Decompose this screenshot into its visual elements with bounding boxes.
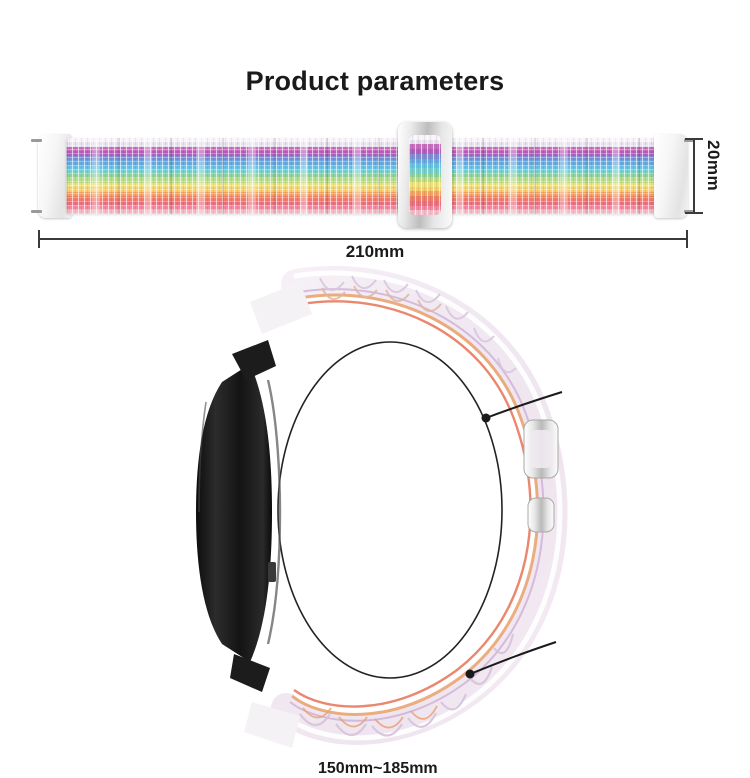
lug-pin-icon [684,139,695,142]
length-dimension-label: 210mm [345,242,405,261]
lug-pin-icon [684,210,695,213]
length-dimension-line [38,230,688,248]
band-loop-graphic [196,265,568,748]
dimension-cap-icon [685,212,703,214]
band-weave-texture [66,138,664,214]
width-dimension-label: 20mm [704,140,723,192]
watch-body [196,340,282,692]
buckle-opening [409,135,441,215]
band-strap-tails [244,282,312,748]
lug-pin-icon [31,210,42,213]
circumference-label: 150mm~185mm [318,760,438,777]
nylon-band-loop [271,265,568,745]
band-rib-texture [66,138,664,214]
band-segment-shading [66,138,664,214]
band-strap [66,138,664,214]
dimension-cap-icon [686,230,688,248]
loop-buckle-hardware [523,419,559,533]
circumference-ellipse-icon [277,341,503,679]
width-dimension-line [685,138,703,214]
dimension-cap-icon [38,230,40,248]
circumference-leader-lines [465,391,563,679]
band-lug-right [654,134,695,218]
metal-buckle-loop [398,122,452,228]
lug-pin-icon [31,139,42,142]
flat-band-illustration [31,126,695,226]
band-rib-texture [409,135,441,215]
dimension-cap-icon [685,138,703,140]
product-parameters-figure: Product parameters 210mm [0,66,750,777]
worn-band-illustration: 150mm~185mm [0,262,750,777]
page-title: Product parameters [245,66,505,96]
